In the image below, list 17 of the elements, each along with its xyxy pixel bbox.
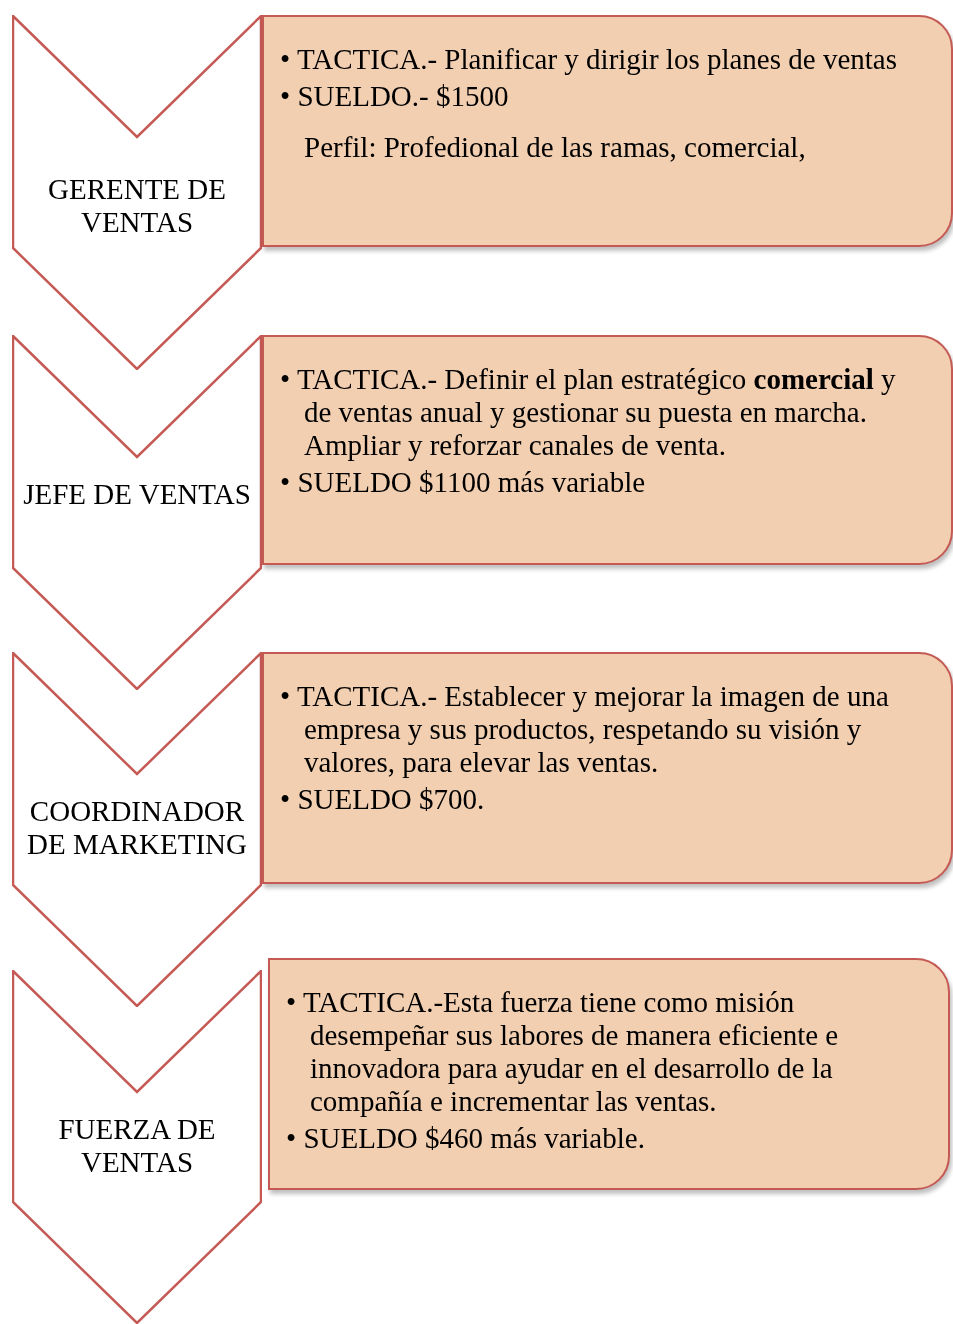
bullet-item: • SUELDO $1100 más variable [280, 466, 647, 499]
bullet-item: • TACTICA.- Definir el plan estratégico comercial y de ventas anual y gestionar su puesta en marcha. Ampliar y reforzar canales de venta. [280, 363, 897, 462]
bullet-item: • SUELDO $460 más variable. [286, 1122, 646, 1155]
bullet-item: • SUELDO $700. [280, 783, 486, 816]
content-card [262, 335, 953, 565]
profile-text: Perfil: Profedional de las ramas, comercial, [304, 131, 807, 164]
content-card [268, 958, 950, 1190]
bullet-item: • TACTICA.- Establecer y mejorar la imagen de una empresa y sus productos, respetando su visión y valores, para elevar las ventas. [280, 680, 890, 779]
chevron-label: COORDINADOR DE MARKETING [26, 795, 248, 861]
content-card [262, 15, 953, 247]
content-card [262, 652, 953, 884]
bullet-item: • SUELDO.- $1500 [280, 80, 510, 113]
chevron-label: GERENTE DE VENTAS [47, 173, 227, 239]
chevron-label: JEFE DE VENTAS [22, 478, 252, 511]
chevron-label: FUERZA DE VENTAS [57, 1113, 217, 1179]
bullet-item: • TACTICA.-Esta fuerza tiene como misión desempeñar sus labores de manera eficiente e innovadora para ayudar en el desarrollo de la compañía e incrementar las ventas. [286, 986, 840, 1118]
bullet-item: • TACTICA.- Planificar y dirigir los planes de ventas [280, 43, 898, 76]
